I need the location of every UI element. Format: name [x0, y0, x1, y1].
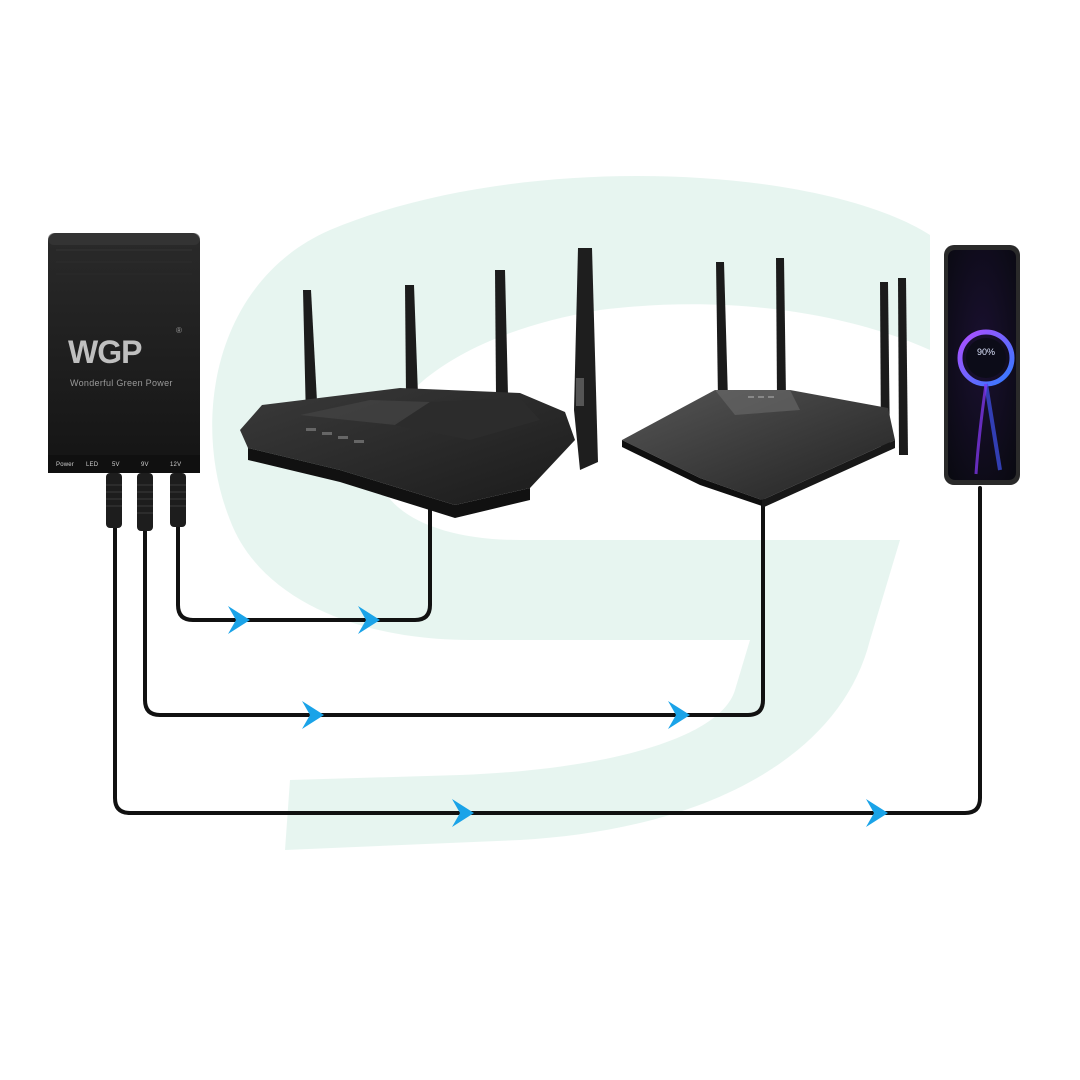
arrow-right-icon: [358, 606, 380, 634]
cable-12v: [176, 500, 432, 622]
trademark-symbol: ®: [176, 326, 182, 335]
brand-logo-text: WGP: [68, 334, 142, 370]
router-icon: [622, 258, 908, 508]
phone-icon: [944, 245, 1020, 485]
port-label-power: Power: [56, 462, 75, 468]
port-label-5v: 5V: [112, 462, 120, 468]
brand-tagline: Wonderful Green Power: [70, 378, 173, 388]
port-label-9v: 9V: [141, 462, 149, 468]
cable-9v: [143, 498, 765, 717]
arrow-right-icon: [866, 799, 888, 827]
port-label-12v: 12V: [170, 462, 182, 468]
phone-charge-reading: 90%: [976, 347, 995, 357]
port-label-led: LED: [86, 462, 99, 468]
watermark-logo: [212, 176, 930, 850]
flow-arrows: [228, 606, 888, 827]
arrow-right-icon: [302, 701, 324, 729]
mini-ups-device: [48, 233, 200, 531]
arrow-right-icon: [452, 799, 474, 827]
arrow-right-icon: [668, 701, 690, 729]
arrow-right-icon: [228, 606, 250, 634]
router-icon: [240, 248, 598, 518]
cable-5v: [113, 486, 982, 815]
cables: [113, 486, 982, 815]
